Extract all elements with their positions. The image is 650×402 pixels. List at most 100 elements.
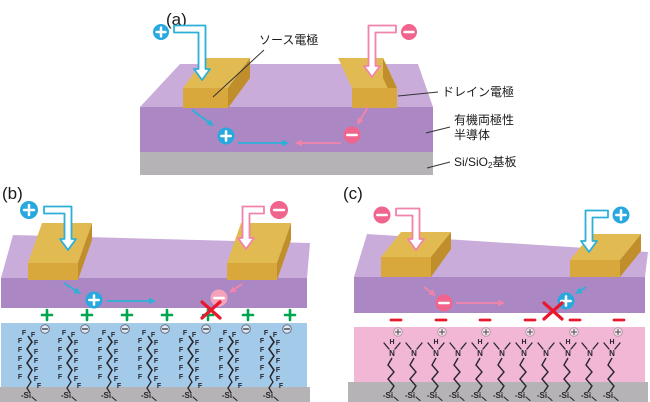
fluorine-label: F — [223, 330, 228, 337]
fluorine-label: F — [264, 330, 269, 337]
fluorine-label: F — [183, 330, 188, 337]
amine-chain-backbone — [387, 357, 395, 393]
source-electrode-top — [28, 223, 92, 263]
fluorine-label: F — [273, 332, 278, 339]
fluorine-label: F — [58, 338, 63, 345]
hydrogen-label: H — [521, 339, 526, 346]
fluorine-label: F — [18, 338, 23, 345]
amine-sam-molecule: NH-Si — [559, 327, 579, 402]
fluorine-label: F — [195, 340, 200, 347]
semiconductor-label-1: 有機両極性 — [454, 112, 514, 127]
fluorine-label: F — [71, 332, 76, 339]
semiconductor-label-2: 半導体 — [454, 128, 490, 142]
electron-path-arrow-head — [357, 117, 364, 125]
amine-chain-backbone — [519, 357, 527, 393]
nitrogen-label: N — [455, 349, 461, 358]
silane-anchor-label: -Si — [222, 391, 232, 400]
fluoro-chain-backbone — [187, 335, 194, 378]
amine-sam-molecule: N-Si — [405, 342, 423, 402]
fluorine-label: F — [58, 347, 63, 354]
nitrogen-label: N — [587, 349, 593, 358]
electron-blocked-x — [200, 300, 222, 320]
panel-b-label: (b) — [2, 184, 23, 203]
n-bond — [515, 342, 522, 350]
fluorine-label: F — [74, 349, 79, 356]
silane-anchor-label: -Si — [21, 391, 31, 400]
fluorine-label: F — [58, 356, 63, 363]
n-bond — [471, 342, 478, 350]
fluorine-label: F — [260, 347, 265, 354]
silane-anchor-label: -Si — [141, 391, 151, 400]
silane-bond — [547, 396, 553, 402]
fluoro-chain-tail — [187, 376, 193, 394]
hole-path-arrow-head — [206, 119, 214, 126]
source-electrode-label: ソース電極 — [259, 32, 318, 47]
source-electrode-side — [78, 223, 92, 280]
fluorine-label: F — [34, 358, 39, 365]
amine-sam-molecule: N-Si — [449, 342, 467, 402]
fluorine-label: F — [114, 349, 119, 356]
silane-bond — [71, 396, 77, 402]
drain-electrode-side — [277, 223, 291, 280]
silane-anchor-label: -Si — [515, 391, 525, 400]
panel-a-label: (a) — [166, 10, 187, 29]
silane-anchor-label: -Si — [603, 391, 613, 400]
fluorine-label: F — [179, 374, 184, 381]
fluorine-label: F — [179, 338, 184, 345]
silane-anchor-label: -Si — [61, 391, 71, 400]
interface-positive-charge — [120, 308, 134, 322]
fluorine-label: F — [18, 365, 23, 372]
n-bond — [449, 342, 456, 350]
n-bond — [581, 342, 588, 350]
source-electrode-side — [228, 58, 250, 108]
fluorine-label: F — [114, 367, 119, 374]
fluorine-label: F — [18, 374, 23, 381]
fluoro-chain-backbone — [106, 335, 113, 378]
fluoro-sam-layer — [1, 323, 307, 387]
silane-bond — [613, 396, 619, 402]
fluorine-label: F — [179, 347, 184, 354]
fluorine-label: F — [219, 356, 224, 363]
fluorine-label: F — [58, 365, 63, 372]
source-electrode-front — [183, 88, 228, 108]
fluorine-label: F — [219, 338, 224, 345]
interface-positive-charge — [80, 308, 94, 322]
amine-chain-backbone — [607, 357, 615, 393]
silane-anchor-label: -Si — [383, 391, 393, 400]
nitrogen-label: N — [499, 349, 505, 358]
source-electrode-front — [381, 257, 431, 277]
fluorine-label: F — [98, 374, 103, 381]
fluorine-label: F — [37, 383, 42, 390]
fluorine-label: F — [279, 383, 284, 390]
fluorine-label: F — [219, 374, 224, 381]
electron-path-arrow-shaft — [359, 106, 369, 120]
interface-positive-charge — [40, 308, 54, 322]
silane-anchor-label: -Si — [471, 391, 481, 400]
amine-chain-backbone — [497, 357, 505, 393]
electron-transport-arrow-head — [295, 139, 302, 147]
n-bond — [394, 342, 401, 350]
n-bond — [482, 342, 489, 350]
silane-bond — [273, 396, 279, 402]
silane-bond — [481, 396, 487, 402]
fluorine-label: F — [62, 330, 67, 337]
silane-bond — [525, 396, 531, 402]
nitrogen-label: N — [543, 349, 549, 358]
fluorine-label: F — [179, 356, 184, 363]
silane-bond — [437, 396, 443, 402]
fluorine-label: F — [232, 332, 237, 339]
drain-electrode-front — [570, 260, 620, 277]
fluorine-label: F — [154, 367, 159, 374]
silane-anchor-label: -Si — [263, 391, 273, 400]
fluorine-label: F — [98, 338, 103, 345]
n-bond — [548, 342, 555, 350]
amine-chain-backbone — [563, 357, 571, 393]
n-bond — [614, 342, 621, 350]
n-bond — [559, 342, 566, 350]
silane-bond — [31, 396, 37, 402]
